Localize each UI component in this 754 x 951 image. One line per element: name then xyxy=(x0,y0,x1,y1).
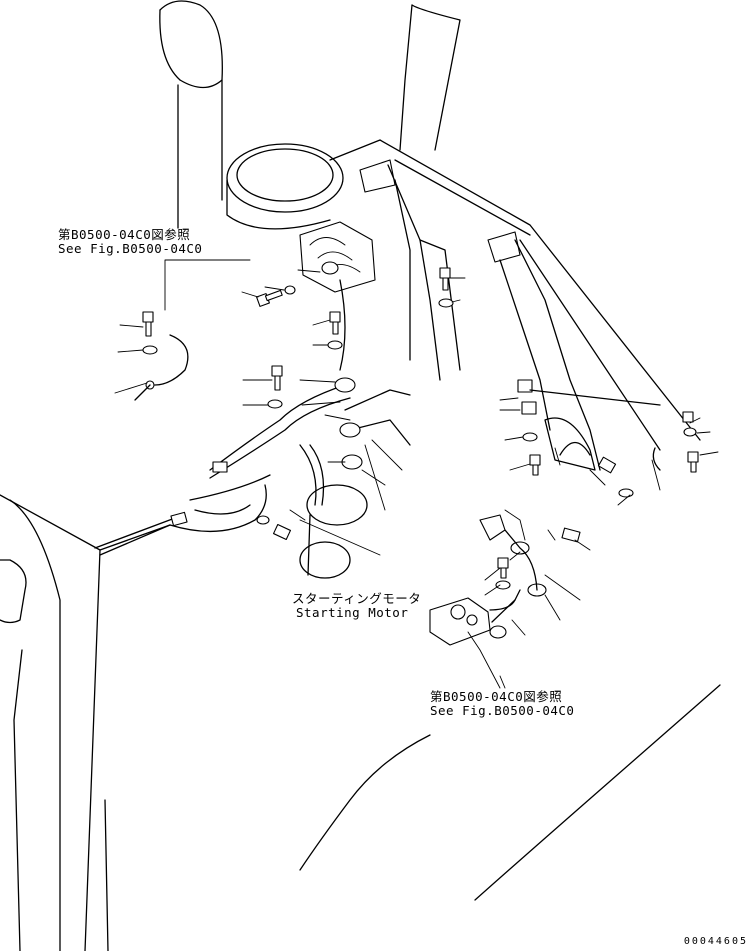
callout-ref-bottom-right-jp: 第B0500-04C0図参照 xyxy=(430,689,563,704)
starting-motor xyxy=(299,484,368,579)
exhaust-stack xyxy=(159,0,223,229)
callout-starting-motor-jp: スターティングモータ xyxy=(292,591,422,606)
clamp-parts xyxy=(170,261,547,597)
wire-harness xyxy=(94,384,411,556)
cab-frame xyxy=(0,4,701,951)
ground-cable xyxy=(134,334,189,401)
leader-lines xyxy=(114,259,719,689)
bracket-left xyxy=(359,159,461,381)
callout-ref-top-left: 第B0500-04C0図参照 See Fig.B0500-04C0 xyxy=(58,228,202,256)
callout-ref-bottom-right: 第B0500-04C0図参照 See Fig.B0500-04C0 xyxy=(430,690,574,718)
callout-starting-motor-en: Starting Motor xyxy=(296,605,409,620)
terminal-block xyxy=(299,221,376,371)
bracket-right xyxy=(487,231,601,471)
callout-starting-motor: スターティングモータ Starting Motor xyxy=(292,592,421,620)
callout-ref-top-left-jp: 第B0500-04C0図参照 xyxy=(58,227,191,242)
bolts-washers xyxy=(142,267,699,590)
relay-bracket-right xyxy=(517,379,661,471)
battery-relay xyxy=(429,514,538,646)
drawing-number: 00044605 xyxy=(683,936,748,947)
ground-lines xyxy=(299,551,721,901)
callout-ref-bottom-right-en: See Fig.B0500-04C0 xyxy=(430,703,575,718)
callout-ref-top-left-en: See Fig.B0500-04C0 xyxy=(58,241,203,256)
air-cleaner xyxy=(226,143,344,230)
